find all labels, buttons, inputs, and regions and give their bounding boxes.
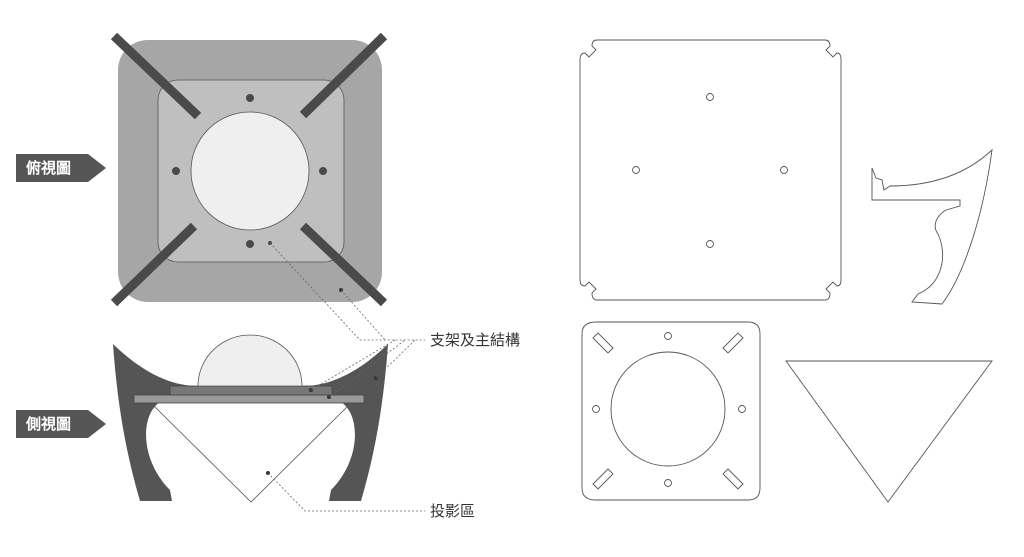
slot-top-right bbox=[722, 332, 744, 354]
top-view-hole-top bbox=[246, 94, 254, 102]
side-view-left-support bbox=[113, 344, 198, 501]
slot-top-left bbox=[592, 332, 614, 354]
strut-bottom-right bbox=[299, 222, 388, 307]
projection-area-label: 投影區 bbox=[430, 502, 476, 520]
callout-leaders bbox=[267, 242, 425, 512]
plate-hole-left bbox=[632, 166, 640, 174]
part-large-square-plate bbox=[579, 39, 842, 301]
strut-bottom-left bbox=[110, 222, 198, 307]
side-view-tag-label: 側視圖 bbox=[26, 415, 72, 433]
side-view-right-support bbox=[303, 344, 388, 501]
top-view-hole-right bbox=[319, 167, 327, 175]
ring-plate-opening bbox=[610, 351, 726, 467]
slot-bottom-right bbox=[722, 468, 744, 490]
side-view-tag: 側視圖 bbox=[16, 410, 106, 438]
top-view-tag-label: 俯視圖 bbox=[26, 159, 72, 177]
top-view-hole-left bbox=[172, 167, 180, 175]
ring-plate-hole-left bbox=[592, 405, 600, 413]
side-view-assembly bbox=[113, 334, 388, 503]
leader-support-3 bbox=[310, 339, 396, 391]
top-view-tag: 俯視圖 bbox=[16, 154, 106, 182]
top-view-dome bbox=[190, 111, 310, 231]
top-view-struts bbox=[110, 32, 388, 307]
flat-parts bbox=[579, 39, 993, 503]
leader-projection bbox=[267, 472, 425, 512]
top-view-assembly bbox=[110, 32, 388, 307]
strut-top-left bbox=[110, 32, 202, 120]
leader-support-1 bbox=[269, 242, 425, 341]
side-view-plate bbox=[169, 385, 333, 396]
leader-support-2 bbox=[340, 289, 386, 341]
side-view-dome bbox=[197, 334, 303, 387]
part-triangle bbox=[785, 360, 993, 503]
leader-support-5 bbox=[375, 339, 416, 379]
plate-hole-bottom bbox=[706, 240, 714, 248]
ring-plate-slots bbox=[592, 332, 744, 490]
support-structure-label: 支架及主結構 bbox=[430, 331, 521, 349]
strut-top-right bbox=[299, 32, 388, 119]
top-view-hole-bottom bbox=[246, 240, 254, 248]
ring-plate-hole-right bbox=[738, 405, 746, 413]
slot-bottom-left bbox=[592, 468, 614, 490]
plate-hole-top bbox=[706, 93, 714, 101]
side-view-projection-triangle bbox=[149, 401, 353, 503]
plate-hole-right bbox=[780, 166, 788, 174]
ring-plate-hole-top bbox=[664, 332, 672, 340]
ring-plate-hole-bottom bbox=[664, 479, 672, 487]
part-side-support bbox=[871, 148, 993, 305]
part-ring-plate bbox=[581, 321, 761, 501]
